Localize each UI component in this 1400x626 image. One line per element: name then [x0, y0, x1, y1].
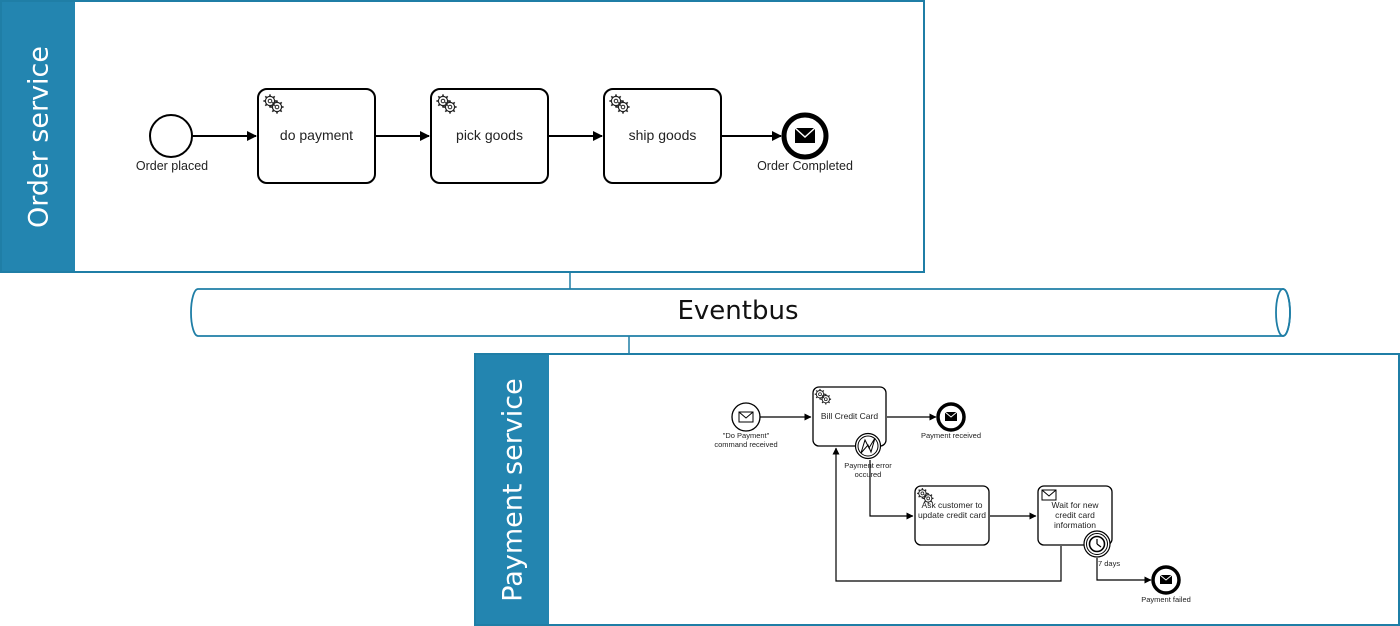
- payment-error-boundary-event: [854, 432, 882, 460]
- envelope-icon: [794, 127, 816, 143]
- task-do-payment-label: do payment: [279, 127, 354, 143]
- task-do-payment: [257, 88, 376, 184]
- envelope-icon: [1159, 574, 1173, 584]
- task-pick-goods-label: pick goods: [456, 127, 523, 143]
- envelope-icon: [944, 411, 958, 421]
- task-ask-customer-label: Ask customer to update credit card: [917, 500, 987, 520]
- error-lightning-icon: [860, 437, 876, 454]
- task-bill-credit-card: [812, 386, 887, 447]
- payment-received-label: Payment received: [920, 431, 982, 440]
- payment-service-pool-header: Payment service: [476, 355, 549, 624]
- task-wait-for-card: [1037, 485, 1113, 546]
- payment-start-event-label: "Do Payment" command received: [714, 431, 778, 449]
- payment-received-end-event: [936, 402, 966, 432]
- eventbus-pipe: [190, 273, 1291, 353]
- payment-failed-label: Payment failed: [1141, 595, 1191, 604]
- timer-label: 7 days: [1098, 559, 1121, 568]
- clock-icon: [1088, 535, 1106, 553]
- order-end-event-label: Order Completed: [757, 159, 853, 173]
- task-pick-goods: [430, 88, 549, 184]
- order-start-event: [149, 114, 193, 158]
- timer-boundary-event: [1083, 530, 1111, 558]
- payment-failed-end-event: [1151, 565, 1181, 595]
- payment-sequence-flows: [759, 413, 1152, 584]
- task-bill-credit-card-label: Bill Credit Card: [820, 411, 879, 421]
- order-service-pool-header: Order service: [2, 2, 75, 271]
- task-ship-goods: [603, 88, 722, 184]
- order-start-event-label: Order placed: [135, 159, 209, 173]
- envelope-icon: [1041, 489, 1057, 501]
- envelope-icon: [738, 411, 754, 423]
- payment-start-event: [731, 402, 761, 432]
- task-wait-for-card-label: Wait for new credit card information: [1051, 500, 1099, 530]
- task-ship-goods-label: ship goods: [628, 127, 697, 143]
- eventbus-label: Eventbus: [677, 296, 799, 326]
- order-end-event: [781, 112, 829, 160]
- payment-error-label: Payment error occured: [844, 461, 892, 479]
- task-ask-customer: [914, 485, 990, 546]
